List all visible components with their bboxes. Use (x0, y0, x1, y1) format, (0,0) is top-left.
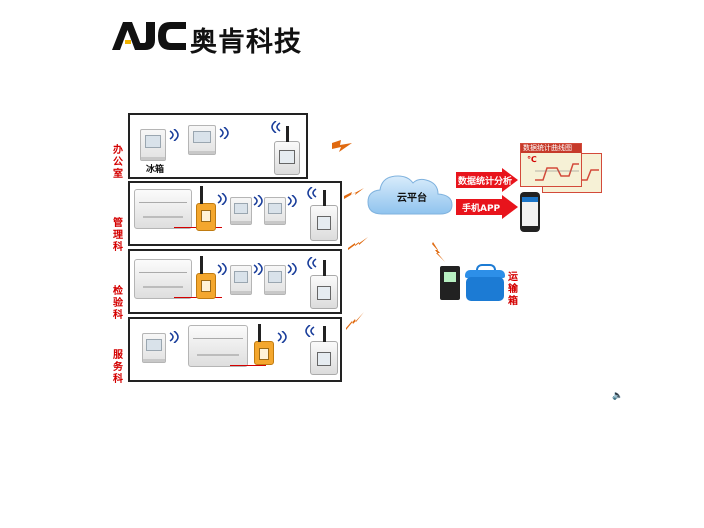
cooler-lid (465, 270, 505, 278)
room-label-management: 管理科 (113, 218, 123, 253)
wifi-icon (253, 263, 263, 275)
monitoring-gateway (310, 260, 338, 309)
data-logger (196, 186, 216, 231)
transport-cooler (466, 277, 504, 301)
fridge (142, 333, 166, 363)
arrow-app (456, 195, 518, 219)
lightning-bolt-icon (348, 237, 368, 250)
room-label-office: 办公室 (113, 145, 123, 180)
transport-label: 运输箱 (508, 272, 518, 307)
chest-freezer (134, 259, 192, 299)
lightning-bolt-icon (346, 312, 364, 330)
room-service (128, 317, 342, 382)
data-logger (254, 324, 274, 365)
sensor-cable (230, 365, 266, 366)
wifi-icon (307, 257, 317, 269)
wifi-icon (307, 187, 317, 199)
wifi-icon (287, 263, 297, 275)
analysis-label: 数据统计分析 (458, 177, 513, 187)
wifi-icon (271, 121, 281, 133)
speaker-icon: 🔈 (612, 391, 624, 401)
chart-title: 数据统计曲线图 (521, 144, 581, 153)
wifi-icon (219, 127, 229, 139)
temperature-unit: ℃ (527, 155, 537, 164)
app-label: 手机APP (462, 204, 501, 214)
portable-recorder (440, 266, 460, 300)
fridge (230, 197, 252, 225)
room-label-lab: 检验科 (113, 286, 123, 321)
fridge (230, 265, 252, 295)
fridge (264, 197, 286, 225)
logo-text: 奥肯科技 (190, 27, 302, 58)
wifi-icon (169, 331, 179, 343)
lightning-bolt-icon (332, 140, 352, 152)
curve-graphic (535, 163, 579, 181)
wifi-icon (253, 195, 263, 207)
lightning-bolt-icon (432, 242, 445, 262)
cooler-handle (476, 264, 496, 272)
phone-icon (520, 192, 540, 232)
room-lab (128, 249, 342, 314)
monitoring-gateway (310, 190, 338, 241)
wifi-icon (277, 331, 287, 343)
fridge-caption: 冰箱 (146, 165, 165, 175)
data-logger (196, 256, 216, 299)
wifi-icon (217, 263, 227, 275)
fridge (140, 129, 166, 161)
arrow-analysis (456, 168, 518, 192)
chest-freezer (188, 325, 248, 367)
chart-card: 数据统计曲线图 ℃ (520, 143, 582, 187)
wifi-icon (169, 129, 179, 141)
fridge (264, 265, 286, 295)
cloud-platform-label: 云平台 (397, 193, 427, 204)
cloud-icon (367, 175, 453, 215)
chest-freezer (134, 189, 192, 229)
room-label-service: 服务科 (113, 350, 123, 385)
room-office: 冰箱 (128, 113, 308, 179)
wifi-icon (305, 325, 315, 337)
wifi-icon (217, 193, 227, 205)
monitoring-gateway (310, 326, 338, 375)
monitoring-gateway (274, 126, 300, 175)
wifi-icon (287, 195, 297, 207)
lightning-bolt-icon (344, 188, 364, 199)
logo-mark (112, 22, 186, 50)
room-management (128, 181, 342, 246)
fridge (188, 125, 216, 155)
